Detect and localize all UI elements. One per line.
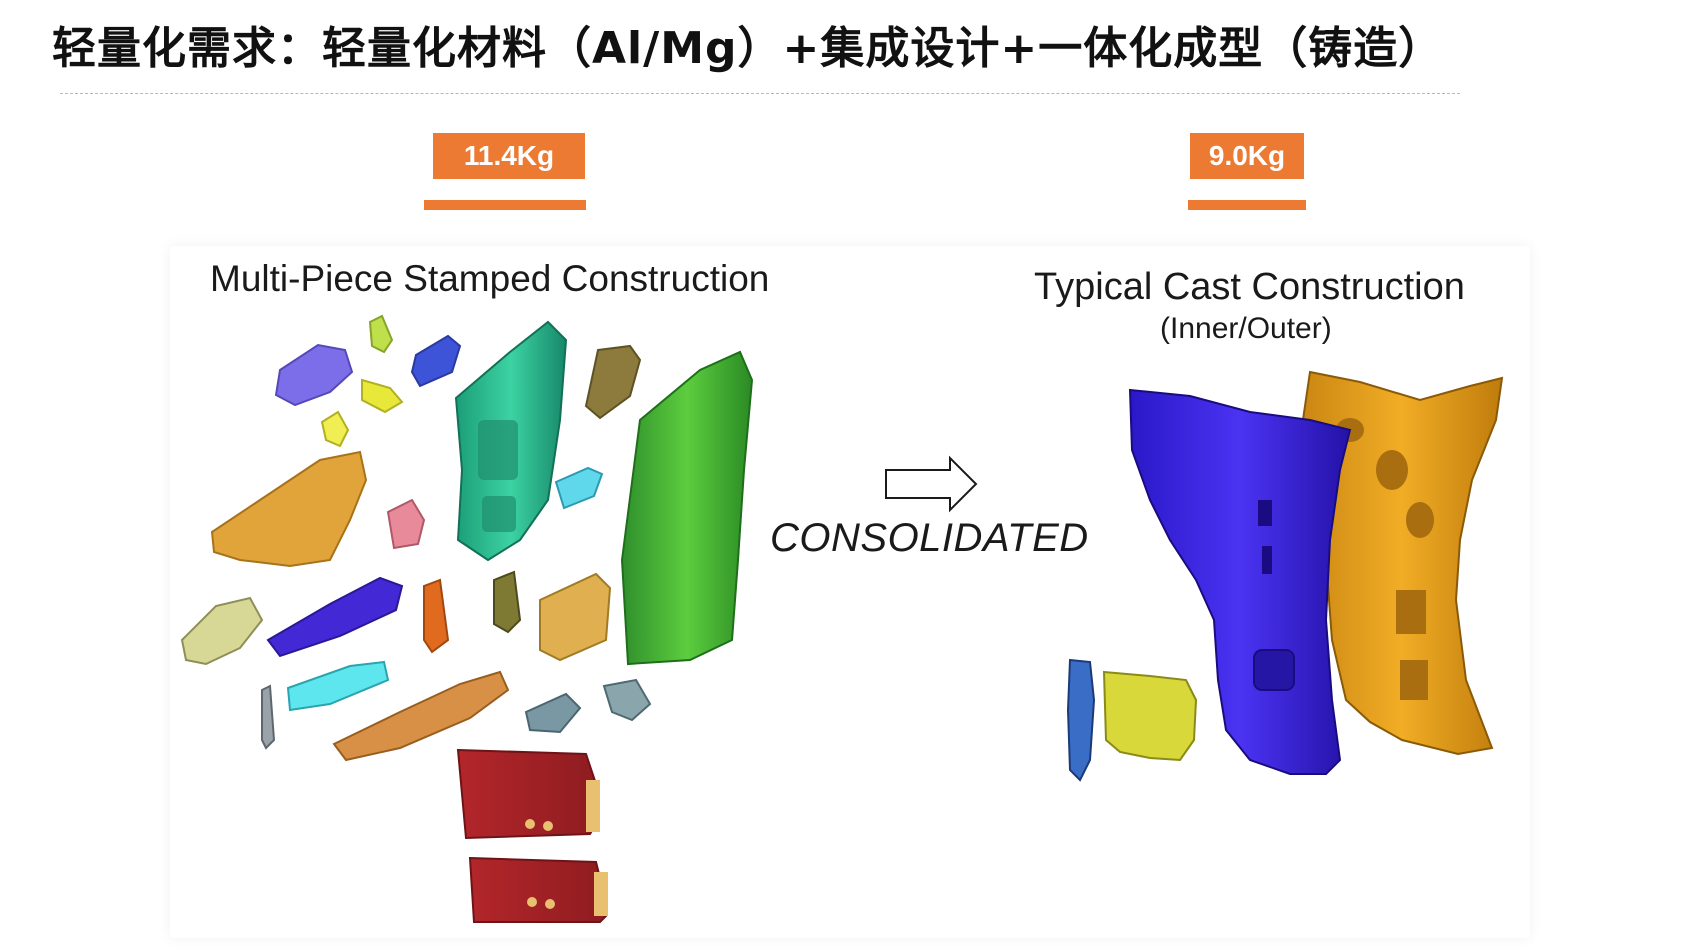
olive-bracket-part <box>584 344 642 420</box>
cyan-bracket-part <box>554 466 604 510</box>
cast-parts-illustration <box>1066 370 1504 782</box>
stamped-construction-caption: Multi-Piece Stamped Construction <box>210 258 770 299</box>
gold-panel-part <box>210 450 368 568</box>
pink-bracket-part <box>386 498 426 550</box>
weight-badge-stamped-underline <box>424 200 586 210</box>
blue-rail-part <box>266 576 404 658</box>
gray-bracket-part <box>602 678 652 722</box>
blue-bracket-part <box>410 334 462 388</box>
green-pillar-part <box>620 350 754 666</box>
red-panel-part <box>468 856 608 923</box>
weight-badge-stamped: 11.4Kg <box>433 133 585 179</box>
slide-title: 轻量化需求：轻量化材料（Al/Mg）+集成设计+一体化成型（铸造） <box>52 23 1444 74</box>
arrow-right-icon <box>885 455 978 513</box>
cyan-rail-part <box>286 660 390 712</box>
consolidated-arrow <box>885 455 978 513</box>
orange-rail-part <box>332 670 510 762</box>
cast-construction-subcaption: (Inner/Outer) <box>1160 312 1332 345</box>
light-olive-part <box>180 596 264 666</box>
stamped-parts-illustration <box>180 314 754 923</box>
gray-bracket-part <box>524 692 582 734</box>
yellow-bracket-part <box>368 314 394 354</box>
cast-construction-caption: Typical Cast Construction <box>1034 266 1465 308</box>
gold-bracket-part <box>539 572 612 662</box>
consolidated-label: CONSOLIDATED <box>770 516 1089 560</box>
weight-badge-cast-underline <box>1188 200 1306 210</box>
purple-bracket-part <box>274 343 354 407</box>
gray-hook-part <box>261 684 276 750</box>
yellow-clip-part <box>320 410 350 448</box>
blue-small-cast-part <box>1066 658 1096 782</box>
orange-bracket-part <box>423 578 450 654</box>
weight-badge-cast: 9.0Kg <box>1190 133 1304 179</box>
yellow-small-cast-part <box>1102 670 1198 762</box>
yellow-clip-part <box>361 378 404 414</box>
dark-olive-part <box>493 570 522 634</box>
title-divider <box>60 93 1460 94</box>
